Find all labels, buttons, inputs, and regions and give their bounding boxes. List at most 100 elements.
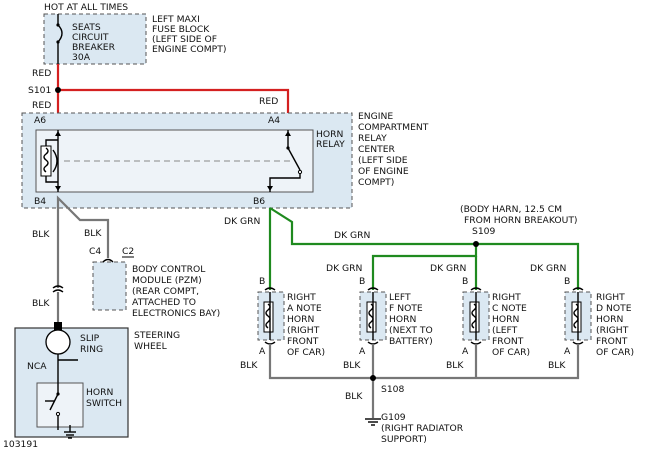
horn-f-line-5: BATTERY) bbox=[389, 336, 433, 347]
red-label-3: RED bbox=[259, 96, 278, 107]
green-wire bbox=[268, 207, 580, 290]
horn-c-line-4: (LEFT bbox=[492, 325, 518, 336]
dk-grn-label-horn-f: DK GRN bbox=[326, 263, 362, 274]
horn-d-note: B A RIGHT D NOTE HORN (RIGHT FRONT OF CA… bbox=[564, 276, 634, 358]
horn-c-pin-b: B bbox=[462, 276, 468, 287]
horn-f-line-1: LEFT bbox=[389, 292, 411, 303]
horn-c-note: B A RIGHT C NOTE HORN (LEFT FRONT OF CAR… bbox=[462, 276, 530, 358]
connector-c2-label: C2 bbox=[122, 246, 134, 257]
splice-s101 bbox=[55, 87, 61, 93]
steering-wheel-line-1: STEERING bbox=[134, 330, 180, 341]
relay-center-line-3: RELAY bbox=[358, 133, 387, 144]
horn-f-pin-a: A bbox=[359, 346, 366, 357]
dk-grn-label-horn-d: DK GRN bbox=[530, 263, 566, 274]
steering-ground-icon bbox=[64, 425, 76, 439]
horn-c-pin-a: A bbox=[462, 346, 469, 357]
horn-d-line-3: HORN bbox=[596, 314, 623, 325]
pin-b4-label: B4 bbox=[34, 196, 46, 207]
horn-f-line-4: (NEXT TO bbox=[389, 325, 433, 336]
circuit-breaker-symbol bbox=[56, 14, 63, 64]
relay-coil-symbol bbox=[40, 130, 61, 192]
bcm-box bbox=[92, 261, 127, 311]
fuse-line-2: CIRCUIT bbox=[72, 32, 109, 43]
blk-label-ground: BLK bbox=[345, 391, 363, 402]
fuse-line-1: SEATS bbox=[72, 22, 101, 33]
horn-c-line-1: RIGHT bbox=[492, 292, 521, 303]
g109-desc-line-2: SUPPORT) bbox=[381, 434, 427, 445]
horn-a-line-5: FRONT bbox=[287, 336, 319, 347]
horn-c-line-3: HORN bbox=[492, 314, 519, 325]
blk-label-horn-a: BLK bbox=[240, 360, 258, 371]
relay-center-line-2: COMPARTMENT bbox=[358, 122, 429, 133]
bcm-line-5: ELECTRONICS BAY) bbox=[132, 308, 220, 319]
splice-s108 bbox=[370, 375, 376, 381]
relay-center-line-5: (LEFT SIDE bbox=[358, 155, 408, 166]
horn-f-line-3: HORN bbox=[389, 314, 416, 325]
horn-a-pin-b: B bbox=[259, 276, 265, 287]
pin-c4-label: C4 bbox=[89, 246, 101, 257]
ground-g109-icon bbox=[365, 418, 381, 426]
horn-c-line-6: OF CAR) bbox=[492, 347, 530, 358]
horn-a-line-2: A NOTE bbox=[287, 303, 322, 314]
pin-a4-label: A4 bbox=[268, 115, 280, 126]
blk-label-horn-d: BLK bbox=[548, 360, 566, 371]
blk-label-1: BLK bbox=[32, 229, 50, 240]
horn-c-line-5: FRONT bbox=[492, 336, 524, 347]
horn-d-line-1: RIGHT bbox=[596, 292, 625, 303]
horn-a-note: B A RIGHT A NOTE HORN (RIGHT FRONT OF CA… bbox=[257, 276, 325, 358]
fuse-block-line-4: ENGINE COMPT) bbox=[152, 44, 226, 55]
horn-switch-line-1: HORN bbox=[86, 387, 113, 398]
relay-contact-symbol bbox=[267, 130, 303, 192]
horn-switch-box bbox=[36, 382, 84, 428]
body-harn-line-2: FROM HORN BREAKOUT) bbox=[464, 215, 578, 226]
figure-id: 103191 bbox=[3, 439, 38, 450]
horn-f-line-2: F NOTE bbox=[389, 303, 423, 314]
slip-ring-symbol bbox=[45, 329, 71, 355]
horn-a-line-6: OF CAR) bbox=[287, 347, 325, 358]
slip-ring-line-2: RING bbox=[80, 344, 103, 355]
nca-label: NCA bbox=[27, 361, 47, 372]
g109-label: G109 bbox=[381, 412, 406, 423]
dk-grn-label-main: DK GRN bbox=[224, 216, 260, 227]
horn-d-pin-b: B bbox=[564, 276, 570, 287]
horn-a-pin-a: A bbox=[259, 346, 266, 357]
horn-d-line-4: (RIGHT bbox=[596, 325, 629, 336]
red-label-2: RED bbox=[32, 100, 51, 111]
blk-label-horn-f: BLK bbox=[343, 360, 361, 371]
bcm-line-1: BODY CONTROL bbox=[132, 264, 206, 275]
connector-break-steering bbox=[52, 285, 64, 293]
s101-label: S101 bbox=[28, 85, 51, 96]
relay-center-line-4: CENTER bbox=[358, 144, 396, 155]
blk-label-bcm: BLK bbox=[84, 228, 102, 239]
horn-switch-line-2: SWITCH bbox=[86, 398, 122, 409]
horn-relay-line-1: HORN bbox=[316, 129, 343, 140]
relay-center-line-1: ENGINE bbox=[358, 111, 393, 122]
bcm-connector bbox=[102, 258, 114, 263]
relay-center-line-7: COMPT) bbox=[358, 177, 394, 188]
dk-grn-label-bus: DK GRN bbox=[334, 230, 370, 241]
bcm-line-3: (REAR COMPT, bbox=[132, 286, 199, 297]
horn-f-note: B A LEFT F NOTE HORN (NEXT TO BATTERY) bbox=[359, 276, 433, 357]
horn-a-line-3: HORN bbox=[287, 314, 314, 325]
pin-a6-label: A6 bbox=[34, 115, 46, 126]
horn-d-line-2: D NOTE bbox=[596, 303, 632, 314]
g109-desc-line-1: (RIGHT RADIATOR bbox=[381, 423, 464, 434]
relay-center-line-6: OF ENGINE bbox=[358, 166, 409, 177]
steering-wheel-line-2: WHEEL bbox=[134, 341, 168, 352]
horn-d-pin-a: A bbox=[564, 346, 571, 357]
fuse-block-line-2: FUSE BLOCK bbox=[152, 24, 210, 35]
horn-c-line-2: C NOTE bbox=[492, 303, 527, 314]
blk-label-horn-c: BLK bbox=[446, 360, 464, 371]
horn-switch-symbol bbox=[45, 370, 61, 430]
horn-f-pin-b: B bbox=[359, 276, 365, 287]
s108-label: S108 bbox=[381, 384, 405, 395]
horn-a-line-1: RIGHT bbox=[287, 292, 316, 303]
blk-label-2: BLK bbox=[32, 298, 50, 309]
fuse-line-4: 30A bbox=[72, 52, 91, 63]
fuse-block-line-3: (LEFT SIDE OF bbox=[152, 34, 217, 45]
horn-relay-line-2: RELAY bbox=[316, 139, 345, 150]
pin-b6-label: B6 bbox=[253, 196, 265, 207]
dk-grn-label-horn-c: DK GRN bbox=[430, 263, 466, 274]
slip-ring-line-1: SLIP bbox=[80, 333, 100, 344]
